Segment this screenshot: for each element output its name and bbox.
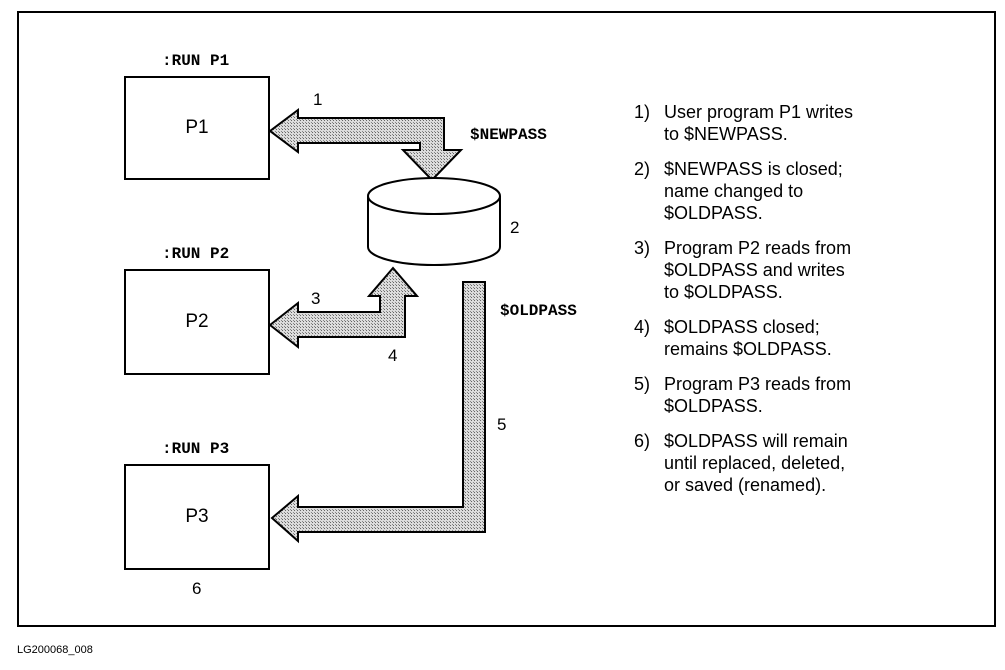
note-item: 4) $OLDPASS closed; remains $OLDPASS. [634, 316, 984, 360]
note-line: $OLDPASS and writes [664, 260, 845, 280]
note-number: 1) [634, 102, 651, 122]
note-line: or saved (renamed). [664, 475, 827, 495]
step-number-2: 2 [510, 218, 520, 237]
program-box-p1: P1 [124, 76, 270, 180]
oldpass-label: $OLDPASS [500, 302, 577, 320]
disk-icon [367, 177, 501, 266]
note-line: User program P1 writes [664, 102, 854, 122]
note-item: 3) Program P2 reads from $OLDPASS and wr… [634, 237, 984, 303]
note-number: 3) [634, 238, 651, 258]
note-item: 5) Program P3 reads from $OLDPASS. [634, 373, 984, 417]
step-number-5: 5 [497, 415, 507, 434]
note-line: $OLDPASS will remain [664, 431, 848, 451]
note-line: to $OLDPASS. [664, 282, 783, 302]
run-p2-command: :RUN P2 [162, 245, 230, 263]
note-line: $NEWPASS is closed; [664, 159, 843, 179]
step-number-1: 1 [313, 90, 323, 109]
note-line: Program P2 reads from [664, 238, 852, 258]
note-line: remains $OLDPASS. [664, 339, 832, 359]
program-box-p2: P2 [124, 269, 270, 375]
note-number: 2) [634, 159, 651, 179]
step-number-3: 3 [311, 289, 321, 308]
diagram-frame [17, 11, 996, 627]
note-line: $OLDPASS. [664, 396, 763, 416]
note-line: Program P3 reads from [664, 374, 852, 394]
note-item: 2) $NEWPASS is closed; name changed to $… [634, 158, 984, 224]
program-label-p1: P1 [185, 117, 209, 138]
note-number: 5) [634, 374, 651, 394]
notes-list: 1) User program P1 writes to $NEWPASS. 2… [634, 101, 984, 509]
note-number: 4) [634, 317, 651, 337]
newpass-label: $NEWPASS [470, 126, 547, 144]
note-line: $OLDPASS. [664, 203, 763, 223]
figure-caption: LG200068_008 [17, 644, 93, 656]
run-p3-command: :RUN P3 [162, 440, 230, 458]
note-number: 6) [634, 431, 651, 451]
step-number-6: 6 [192, 579, 202, 598]
arrow-disk-p3 [270, 281, 486, 544]
arrow-p1-disk [268, 108, 464, 182]
program-box-p3: P3 [124, 464, 270, 570]
note-line: until replaced, deleted, [664, 453, 846, 473]
note-line: name changed to [664, 181, 804, 201]
note-item: 6) $OLDPASS will remain until replaced, … [634, 430, 984, 496]
note-line: to $NEWPASS. [664, 124, 788, 144]
step-number-4: 4 [388, 346, 398, 365]
note-item: 1) User program P1 writes to $NEWPASS. [634, 101, 984, 145]
run-p1-command: :RUN P1 [162, 52, 230, 70]
program-label-p3: P3 [185, 506, 209, 527]
program-label-p2: P2 [185, 311, 209, 332]
arrow-p2-disk [268, 266, 420, 350]
note-line: $OLDPASS closed; [664, 317, 820, 337]
